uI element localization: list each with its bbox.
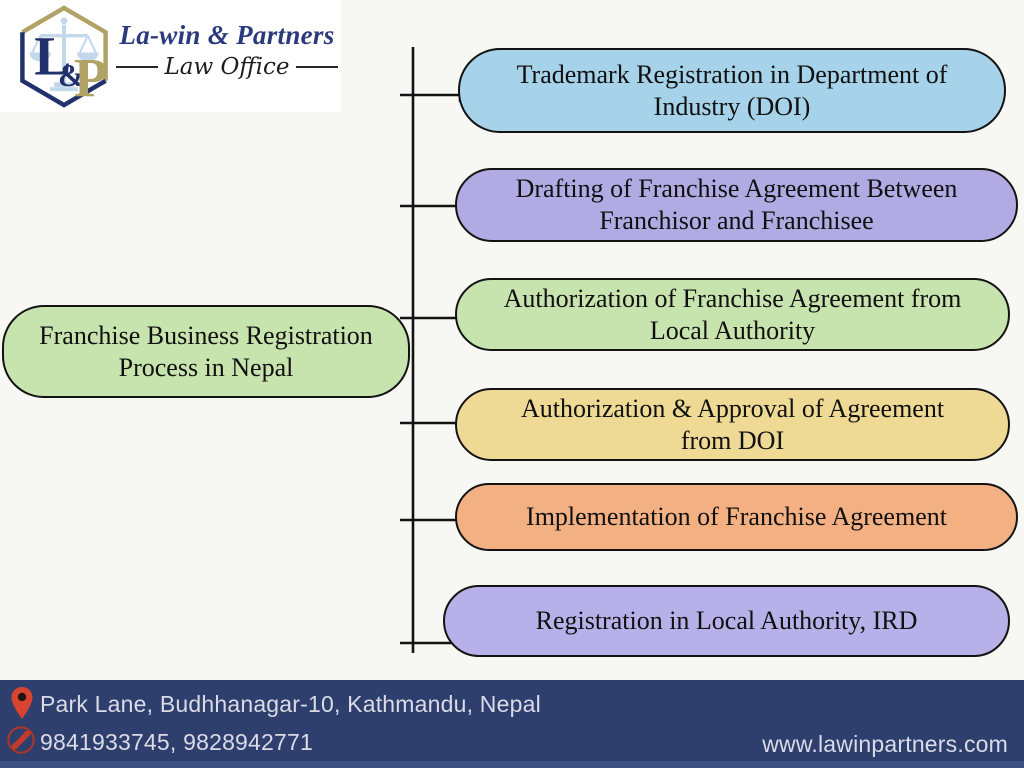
tagline-right-dash [296,65,338,69]
step-label-line: from DOI [680,425,785,455]
contact-footer: Park Lane, Budhhanagar-10, Kathmandu, Ne… [0,680,1024,768]
monogram-letter-p: P [74,47,108,108]
scales-of-justice-icon [29,17,99,92]
hexagon-navy-edge [20,32,107,108]
process-title-box: Franchise Business Registration Process … [2,305,410,398]
title-line: Franchise Business Registration [39,320,373,350]
step-label-line: Franchisor and Franchisee [599,206,874,235]
firm-tagline: Law Office [164,54,290,80]
monogram-letter-l: L [34,25,71,86]
step-label-line: Implementation of Franchise Agreement [526,502,947,532]
title-line: Process in Nepal [118,352,294,382]
step-box-implementation: Implementation of Franchise Agreement [455,483,1018,551]
phone-numbers-text: 9841933745, 9828942771 [40,729,314,755]
firm-name: La-win & Partners [119,20,335,50]
step-label-line: Industry (DOI) [653,91,811,121]
logo-text: La-win & Partners Law Office [116,20,338,80]
location-pin-icon [11,687,33,719]
monogram-ampersand: & [58,58,84,93]
firm-tagline-row: Law Office [116,54,338,80]
hexagon-gold-edge [21,5,108,81]
step-label-line: Registration in Local Authority, IRD [535,606,918,636]
step-box-approval-doi: Authorization & Approval of Agreement fr… [455,388,1010,461]
phone-icon [7,726,35,754]
tagline-left-dash [116,65,158,69]
step-box-trademark-registration: Trademark Registration in Department of … [458,48,1006,133]
step-label-line: Trademark Registration in Department of [516,59,948,89]
website-text: www.lawinpartners.com [762,731,1008,757]
step-label-line: Authorization & Approval of Agreement [520,393,945,423]
logo: L & P La-win & Partners Law Office [0,0,341,112]
step-box-drafting-agreement: Drafting of Franchise Agreement Between … [455,168,1018,242]
step-box-authorization-local-authority: Authorization of Franchise Agreement fro… [455,278,1010,351]
law-firm-monogram-icon: L & P [20,5,108,108]
step-label-line: Local Authority [649,315,816,345]
footer-bottom-strip [0,761,1024,768]
step-label-line: Authorization of Franchise Agreement fro… [503,283,962,313]
address-text: Park Lane, Budhhanagar-10, Kathmandu, Ne… [40,691,541,717]
step-label-line: Drafting of Franchise Agreement Between [515,174,958,204]
flow-connector-lines [400,47,477,653]
step-box-registration-ird: Registration in Local Authority, IRD [443,585,1010,657]
